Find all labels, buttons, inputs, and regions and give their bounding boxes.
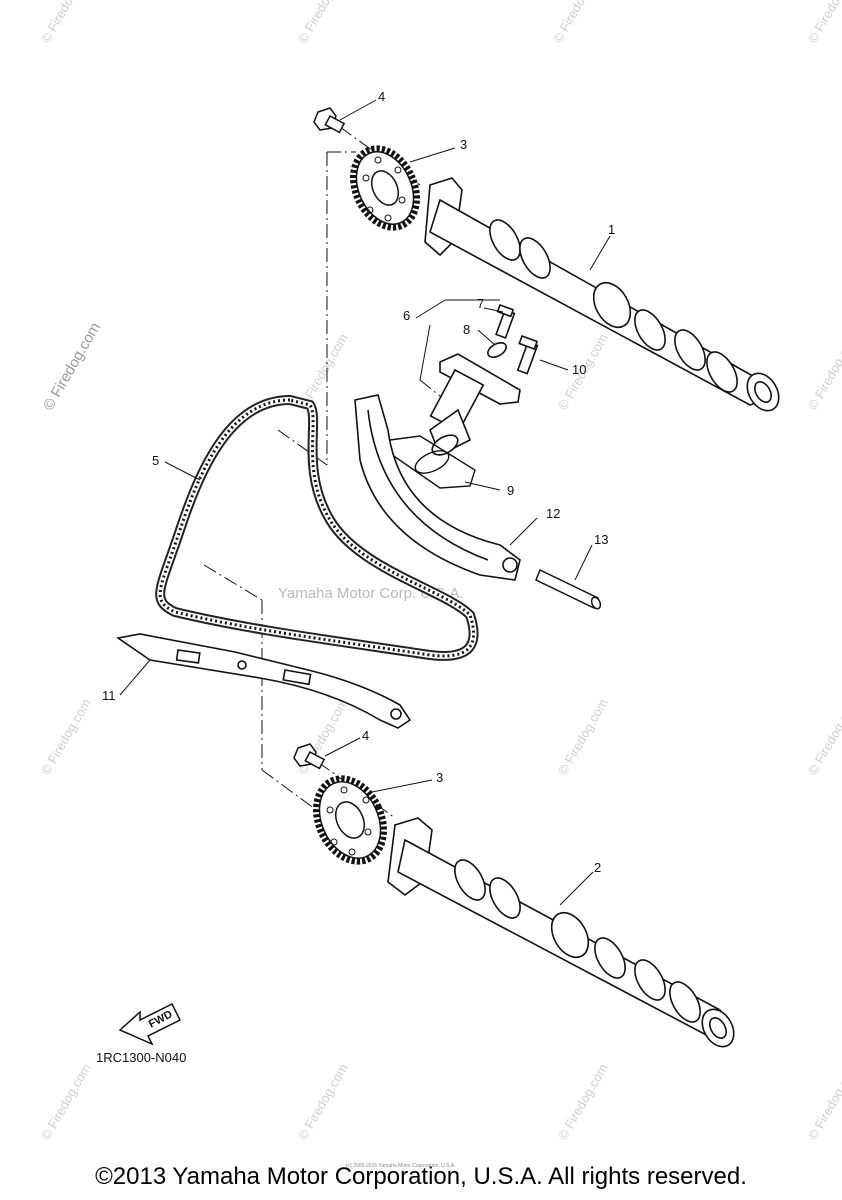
alignment-line [203, 564, 263, 601]
alignment-line [317, 761, 396, 819]
callout-2: 2 [594, 860, 602, 875]
lower-cam-sprocket [313, 775, 387, 865]
callout-3-lower: 3 [436, 770, 444, 785]
callout-11: 11 [102, 688, 116, 703]
timing-chain [155, 394, 479, 661]
upper-cam-sprocket [350, 145, 420, 231]
callout-4-lower: 4 [362, 728, 370, 743]
forward-arrow-icon: FWD [118, 1002, 182, 1046]
callout-6: 6 [403, 308, 411, 323]
alignment-line [277, 429, 328, 466]
guide-pin [535, 568, 602, 610]
callout-9: 9 [507, 483, 515, 498]
exhaust-camshaft [387, 817, 735, 1048]
callout-3-upper: 3 [460, 137, 468, 152]
diagram-code: 1RC1300-N040 [96, 1050, 187, 1065]
callout-13: 13 [594, 532, 609, 547]
upper-sprocket-bolt [313, 107, 346, 134]
callout-10: 10 [572, 362, 587, 377]
callout-5: 5 [152, 453, 160, 468]
copyright-notice: ©2013 Yamaha Motor Corporation, U.S.A. A… [95, 1163, 747, 1190]
tensioner-washer [487, 341, 507, 359]
callout-1: 1 [608, 222, 616, 237]
intake-camshaft [424, 177, 780, 412]
chain-guide-tensioner-side [354, 394, 521, 581]
lower-sprocket-bolt [293, 743, 326, 770]
alignment-line [261, 769, 331, 821]
chain-guide-stationary [115, 633, 412, 729]
callout-4-upper: 4 [378, 89, 386, 104]
callout-12: 12 [546, 506, 561, 521]
leader-lines [119, 99, 611, 906]
callout-8: 8 [463, 322, 471, 337]
callout-7: 7 [477, 296, 485, 311]
small-print: (c) 2005-2016 Yamaha Motor Corporation, … [346, 1163, 456, 1169]
cam-chain-tensioner [429, 303, 539, 457]
